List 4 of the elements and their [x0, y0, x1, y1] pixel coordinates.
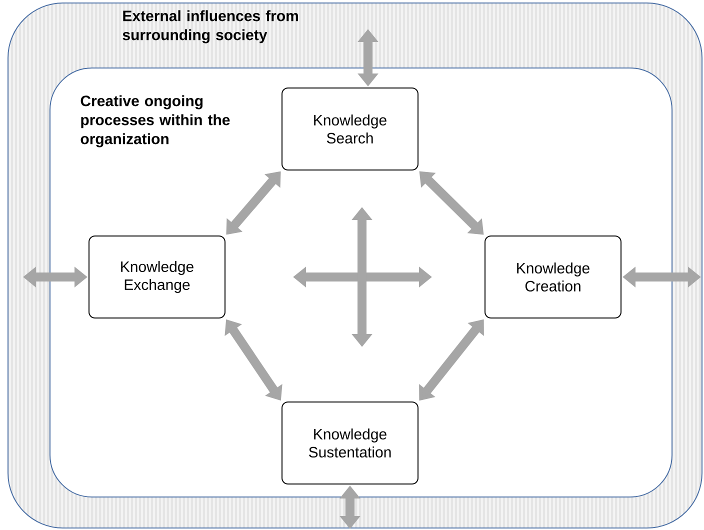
process-box: Knowledge Sustentation: [282, 402, 418, 484]
process-box: Knowledge Exchange: [88, 236, 226, 318]
process-box: Knowledge Creation: [484, 236, 622, 318]
process-box: Knowledge Search: [282, 88, 418, 170]
